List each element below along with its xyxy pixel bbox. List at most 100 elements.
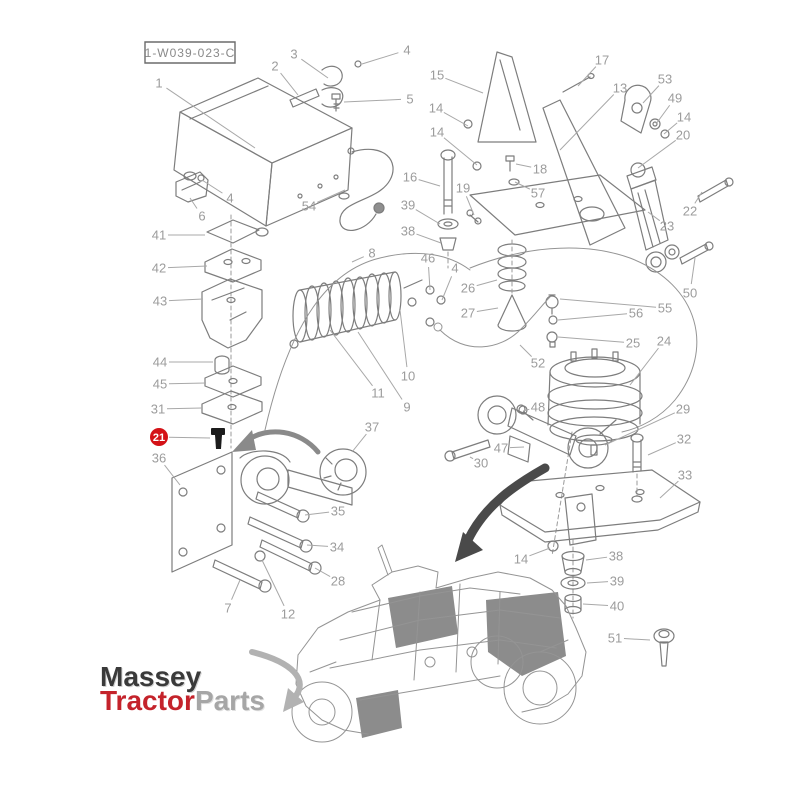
callout-leader-line (352, 434, 366, 452)
callout-leader-line (560, 94, 614, 150)
callout-leader-line (583, 604, 608, 605)
callout-leader-line (165, 465, 180, 485)
callout-leader-line (587, 582, 608, 583)
part-callout: 52 (531, 355, 545, 370)
tractor-sketch (292, 545, 586, 742)
part-callout: 20 (676, 127, 690, 142)
part-callout: 23 (660, 218, 674, 233)
callout-leader-line (648, 212, 660, 221)
part-callout: 24 (657, 333, 671, 348)
callout-leader-line (477, 280, 497, 286)
part-callout: 48 (531, 399, 545, 414)
callout-leader-line (202, 180, 222, 193)
part-callout: 14 (677, 109, 691, 124)
brand-tractor: Tractor (100, 685, 195, 717)
part-callout: 9 (403, 399, 410, 414)
part-callout: 13 (613, 80, 627, 95)
callout-leader-line (510, 447, 524, 448)
reference-code-box: 1-W039-023-C (145, 42, 236, 63)
callout-leader-line (558, 314, 627, 320)
part-callout: 39 (401, 197, 415, 212)
callout-leader-line (190, 198, 197, 209)
part-callout: 22 (683, 203, 697, 218)
part-sketch-bolt-16 (438, 150, 458, 268)
part-callout: 32 (677, 431, 691, 446)
part-callout: 40 (610, 598, 624, 613)
callout-leader-line (442, 276, 452, 300)
highlighted-part-badge (150, 428, 168, 446)
callout-leader-line (624, 639, 650, 640)
callout-leader-line (444, 112, 468, 126)
callout-leader-line (167, 408, 202, 409)
part-callout: 51 (608, 630, 622, 645)
callout-leader-line (520, 345, 532, 357)
part-callout: 34 (330, 539, 344, 554)
part-callout: 17 (595, 52, 609, 67)
part-callout: 50 (683, 285, 697, 300)
callout-leader-line (638, 140, 676, 168)
pointer-arrows (232, 430, 545, 712)
callout-leader-line (477, 308, 498, 312)
callout-leader-line (558, 337, 624, 342)
part-callout: 36 (152, 450, 166, 465)
callout-leader-line (344, 99, 401, 102)
part-callout: 18 (533, 161, 547, 176)
part-callout: 35 (331, 503, 345, 518)
callout-leader-line (330, 330, 373, 386)
part-callout: 31 (151, 401, 165, 416)
part-sketch-hose-8 (265, 253, 470, 430)
part-sketch-valve-block (290, 272, 434, 348)
reference-code: 1-W039-023-C (145, 46, 236, 60)
part-callout: 28 (331, 573, 345, 588)
callout-leader-line (317, 190, 345, 202)
part-callout: 29 (676, 401, 690, 416)
part-callout: 43 (153, 293, 167, 308)
callout-leader-line (648, 443, 676, 455)
part-callout: 12 (281, 606, 295, 621)
part-callout: 11 (371, 385, 385, 400)
part-callout: 15 (430, 67, 444, 82)
callout-leader-line (515, 182, 530, 189)
part-callout: 8 (368, 245, 375, 260)
part-sketch-fittings (546, 295, 558, 347)
callout-leader-line (305, 512, 329, 515)
part-sketch-support-bracket (172, 451, 352, 592)
callout-leader-line (444, 138, 477, 165)
part-callout: 45 (153, 376, 167, 391)
part-callout: 55 (658, 300, 672, 315)
part-callout: 4 (451, 260, 458, 275)
part-callout: 33 (678, 467, 692, 482)
callout-leader-line (166, 88, 255, 148)
part-sketch-bolt-48 (517, 405, 533, 420)
brand-massey: Massey (100, 661, 202, 692)
part-callout: 4 (226, 190, 233, 205)
callout-leader-line (560, 299, 656, 307)
callout-leader-line (416, 210, 440, 224)
part-callout: 25 (626, 335, 640, 350)
part-callout: 1 (155, 75, 162, 90)
part-sketch-grommets (548, 540, 674, 666)
callout-leader-line (169, 299, 203, 301)
callout-leader-line (169, 383, 206, 384)
part-callout: 39 (610, 573, 624, 588)
part-callout: 46 (421, 250, 435, 265)
callout-leader-line (630, 348, 658, 385)
callout-leader-line (523, 409, 529, 411)
part-sketch-control-box (174, 78, 352, 236)
part-callout: 14 (430, 124, 444, 139)
part-callout: 37 (365, 419, 379, 434)
part-callout: 26 (461, 280, 475, 295)
part-callout: 3 (290, 46, 297, 61)
part-sketch-cable-54 (340, 148, 393, 230)
part-sketch-clamps (290, 61, 361, 111)
callout-leader-line (516, 164, 531, 167)
callout-leader-line (416, 234, 441, 243)
part-callout: 54 (302, 198, 316, 213)
callout-leader-line (664, 123, 677, 134)
callout-leader-line (605, 413, 675, 445)
callout-leader-line (529, 548, 550, 556)
callout-leader-line (429, 267, 430, 290)
